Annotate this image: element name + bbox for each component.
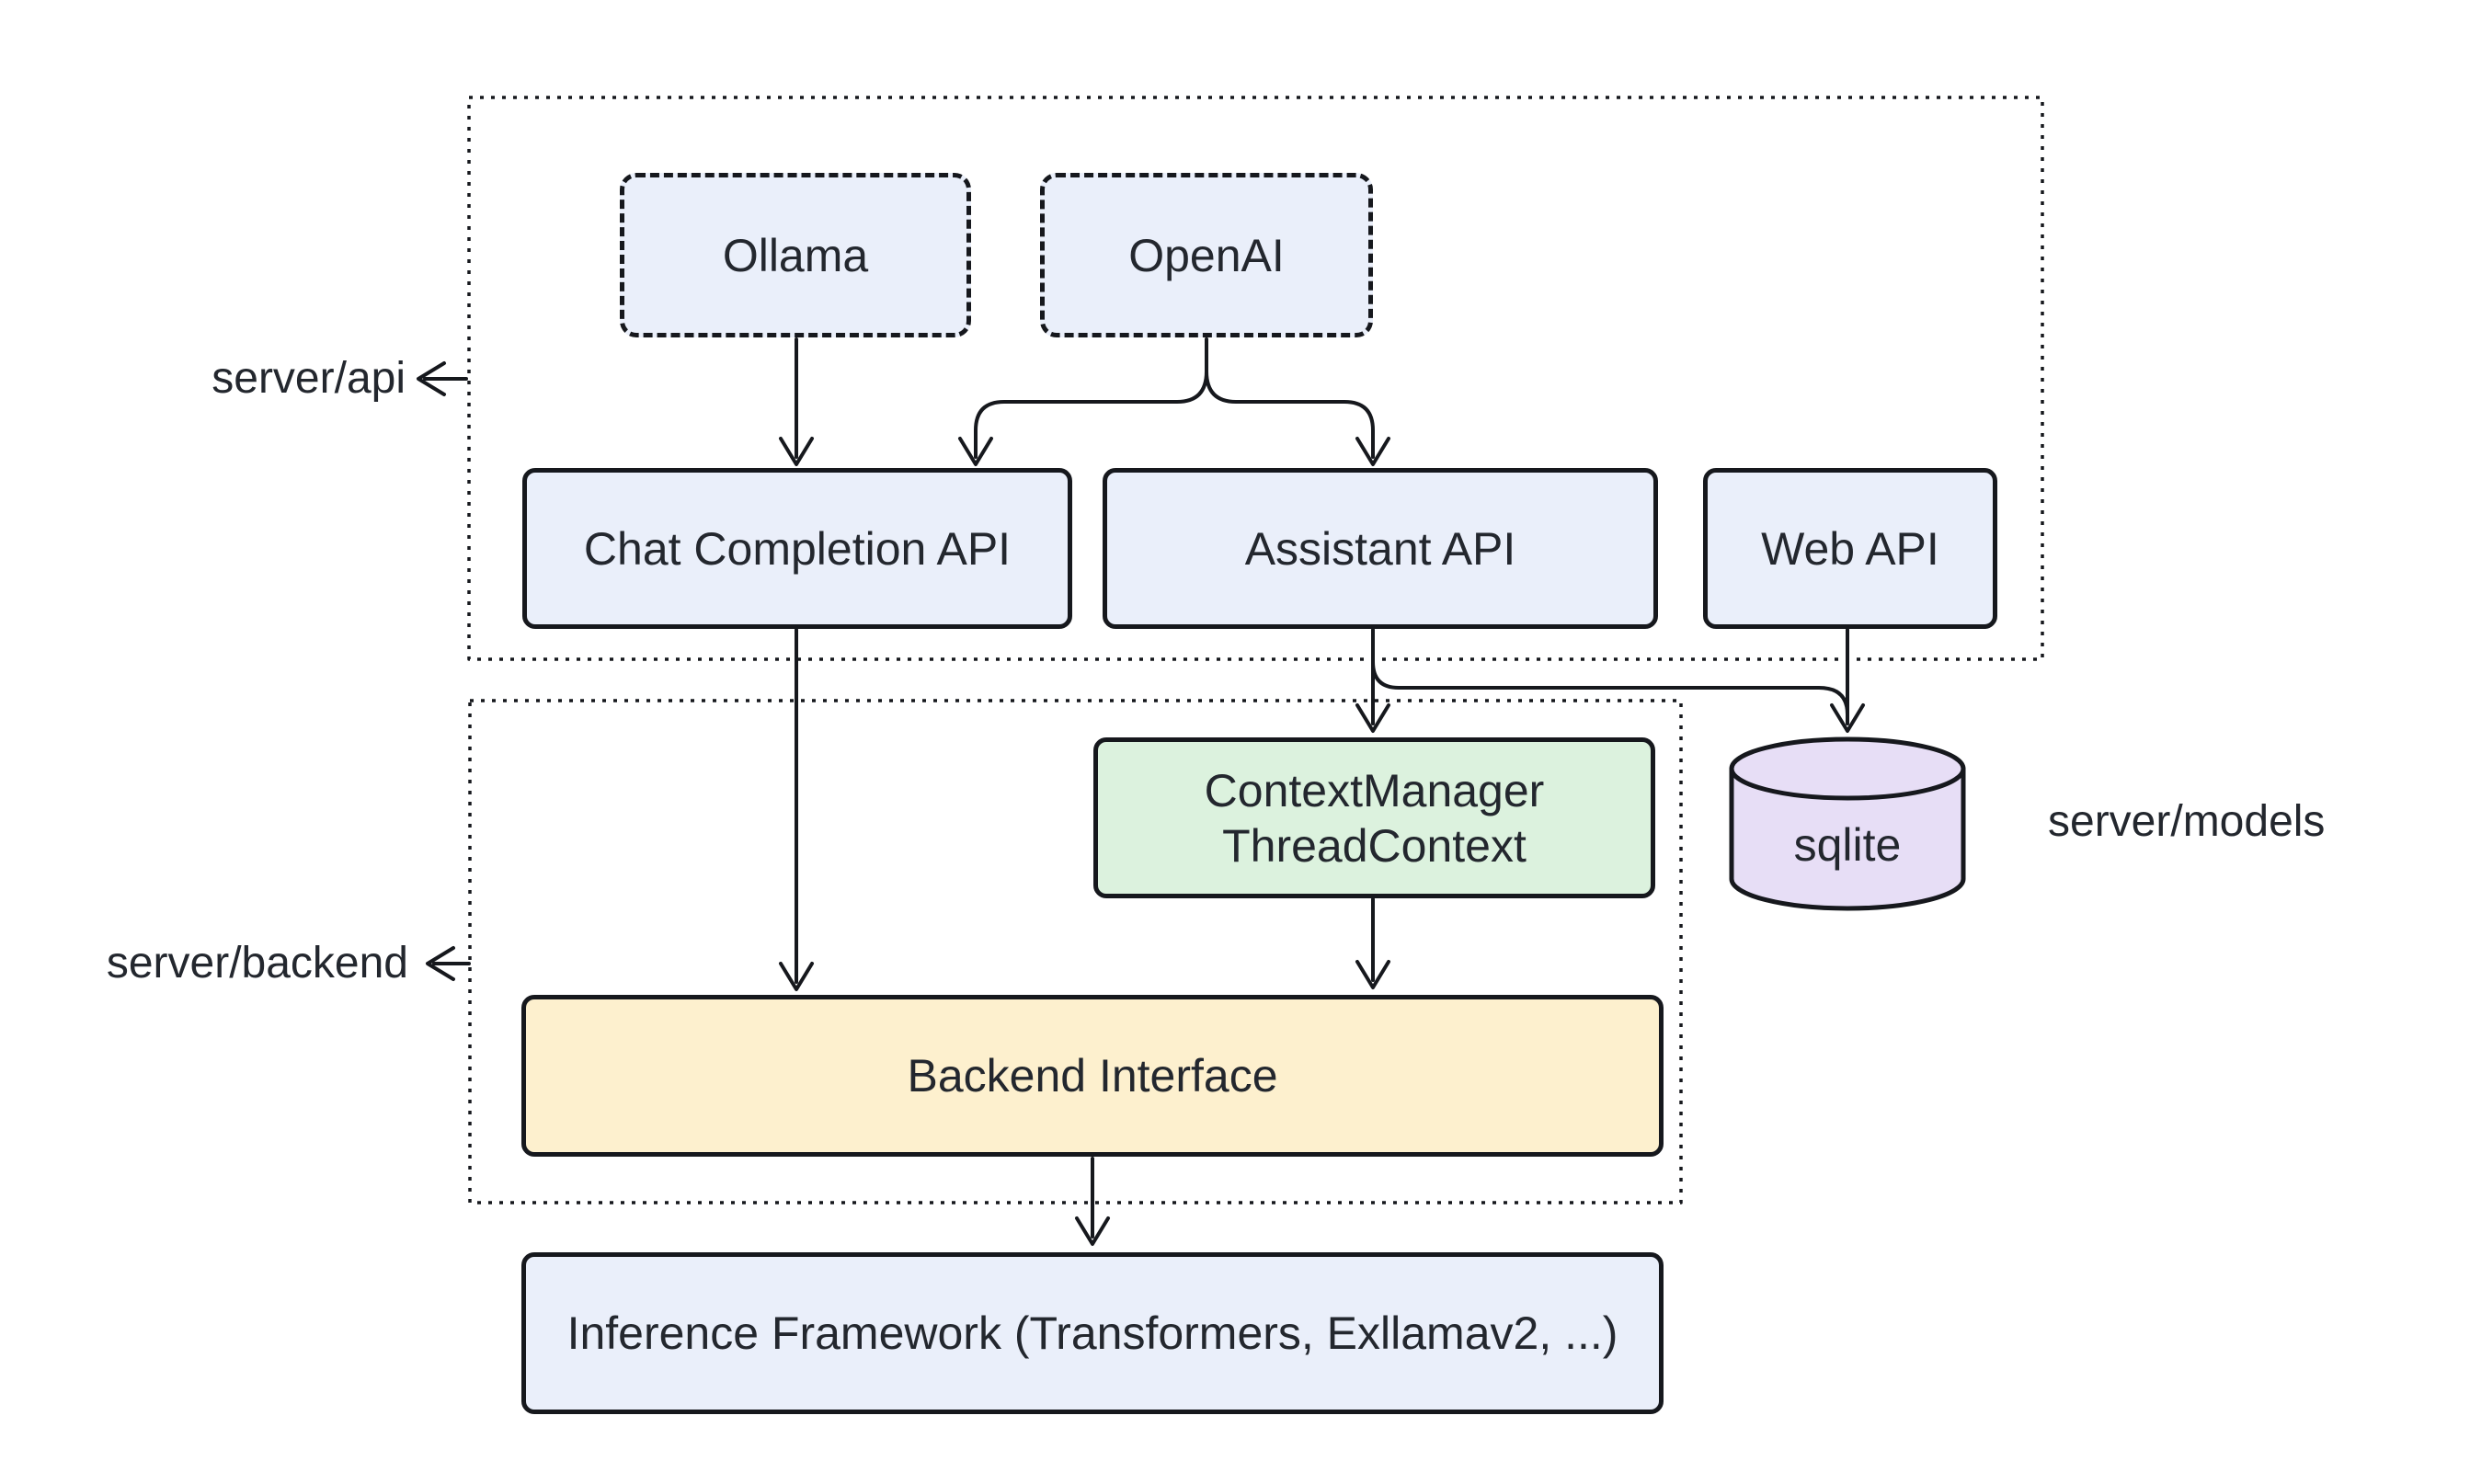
node-inference-framework-label: Inference Framework (Transformers, Exlla… bbox=[566, 1307, 1618, 1359]
node-openai: OpenAI bbox=[1040, 173, 1373, 337]
node-context-manager: ContextManager ThreadContext bbox=[1093, 737, 1655, 898]
sqlite-text: sqlite bbox=[1793, 819, 1902, 871]
node-context-manager-line1: ContextManager bbox=[1204, 764, 1545, 816]
server-backend-label: server/backend bbox=[106, 939, 408, 987]
node-assistant-api-label: Assistant API bbox=[1244, 522, 1516, 575]
edge-web-api-to-sqlite bbox=[1830, 628, 1865, 733]
server-api-container bbox=[467, 96, 2044, 661]
node-chat-completion-api: Chat Completion API bbox=[522, 468, 1072, 629]
edge-assistant-to-sqlite bbox=[1371, 660, 1849, 716]
node-web-api-label: Web API bbox=[1761, 522, 1939, 575]
node-context-manager-line2: ThreadContext bbox=[1222, 819, 1527, 872]
server-backend-label-arrow bbox=[426, 946, 471, 981]
edge-openai-to-chat-completion bbox=[958, 337, 1208, 466]
node-backend-interface: Backend Interface bbox=[521, 995, 1664, 1157]
node-assistant-api: Assistant API bbox=[1103, 468, 1658, 629]
server-api-label-arrow bbox=[417, 361, 468, 396]
node-openai-label: OpenAI bbox=[1128, 229, 1285, 281]
server-backend-container bbox=[468, 699, 1683, 1204]
sqlite-cylinder bbox=[1729, 736, 1966, 911]
edge-chat-completion-to-backend-interface bbox=[779, 628, 814, 991]
node-ollama: Ollama bbox=[620, 173, 971, 337]
edge-ollama-to-chat-completion bbox=[779, 337, 814, 466]
node-backend-interface-label: Backend Interface bbox=[907, 1050, 1278, 1102]
edge-openai-to-assistant bbox=[1205, 337, 1390, 466]
edge-backend-interface-to-inference-framework bbox=[1075, 1157, 1110, 1246]
node-web-api: Web API bbox=[1703, 468, 1997, 629]
edge-assistant-to-context-manager bbox=[1355, 628, 1390, 733]
server-api-label: server/api bbox=[212, 354, 406, 403]
node-inference-framework: Inference Framework (Transformers, Exlla… bbox=[521, 1252, 1664, 1414]
node-ollama-label: Ollama bbox=[722, 229, 869, 281]
node-chat-completion-api-label: Chat Completion API bbox=[583, 522, 1012, 575]
server-models-label: server/models bbox=[2048, 797, 2326, 846]
edge-context-manager-to-backend-interface bbox=[1355, 897, 1390, 989]
node-sqlite-label: sqlite bbox=[1732, 818, 1963, 872]
